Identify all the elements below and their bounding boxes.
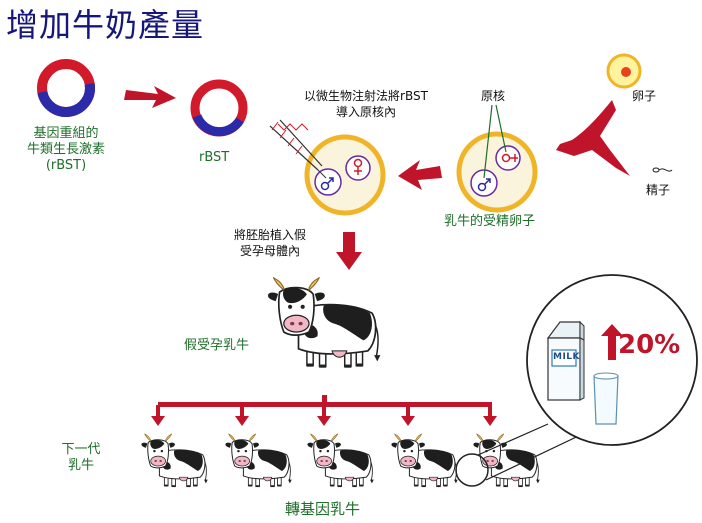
offspring-cow-4 <box>391 433 459 488</box>
implant-label-line1: 將胚胎植入假 <box>233 228 306 242</box>
offspring-cow-2 <box>225 433 293 488</box>
fertilized-egg-icon <box>456 131 538 213</box>
fertilized-egg-label: 乳牛的受精卵子 <box>444 214 536 229</box>
gene-label-line3: (rBST) <box>45 158 87 173</box>
egg-label: 卵子 <box>632 89 657 103</box>
milk-carton-icon <box>546 320 585 401</box>
injected-cell-icon <box>304 134 386 216</box>
surrogate-cow-icon <box>267 276 382 369</box>
sperm-icon <box>652 167 673 173</box>
next-gen-label-line2: 乳牛 <box>67 458 94 473</box>
gene-label-line2: 牛類生長激素 <box>26 142 105 157</box>
egg-female-pronucleus-icon <box>501 153 518 163</box>
male-pronucleus-icon <box>320 177 334 191</box>
offspring-bracket <box>151 395 497 426</box>
implant-label-line2: 受孕母體內 <box>239 244 300 258</box>
milk-glass-icon <box>593 372 619 425</box>
implant-label: 將胚胎植入假 受孕母體內 <box>216 227 324 259</box>
sperm-label: 精子 <box>646 183 671 197</box>
arrow-gene-to-rbst <box>124 86 176 108</box>
egg-cell-icon <box>606 53 642 89</box>
pronucleus-label: 原核 <box>481 89 506 103</box>
arrow-egg-to-injected <box>398 160 442 190</box>
next-gen-label: 下一代 乳牛 <box>54 442 108 474</box>
gene-label: 基因重組的 牛類生長激素 (rBST) <box>10 126 122 174</box>
micro-injection-needle-icon <box>269 119 327 179</box>
diagram-title: 增加牛奶產量 <box>6 6 205 44</box>
female-pronucleus-icon <box>353 158 363 175</box>
milk-carton-label: MILK <box>553 352 581 362</box>
next-gen-label-line1: 下一代 <box>61 442 101 457</box>
inject-label: 以微生物注射法將rBST 導入原核內 <box>280 88 452 120</box>
rbst-plasmid-icon <box>190 79 248 137</box>
rbst-label: rBST <box>199 150 230 165</box>
arrow-implant-down <box>336 232 362 270</box>
pronucleus-pointers <box>483 104 507 179</box>
fertilization-arrow <box>556 100 630 176</box>
offspring-cow-3 <box>307 433 375 488</box>
transgenic-cow-label: 轉基因乳牛 <box>285 500 361 518</box>
offspring-cow-1 <box>141 433 209 488</box>
increase-percentage: 20% <box>618 330 681 360</box>
up-arrow-icon <box>601 324 623 360</box>
gene-label-line1: 基因重組的 <box>33 126 99 141</box>
surrogate-cow-label: 假受孕乳牛 <box>184 338 250 353</box>
egg-male-pronucleus-icon <box>477 178 491 192</box>
inject-label-line2: 導入原核內 <box>335 105 396 119</box>
gene-plasmid-icon <box>37 59 95 117</box>
inject-label-line1: 以微生物注射法將rBST <box>304 89 428 103</box>
